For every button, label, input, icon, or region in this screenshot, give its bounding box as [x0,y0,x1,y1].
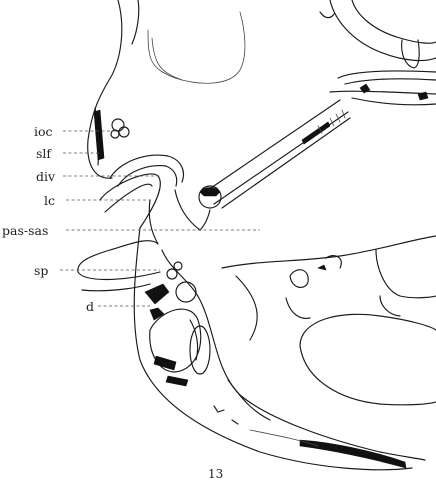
label-ioc: ioc [34,124,53,139]
label-pas-sas: pas-sas [2,223,48,238]
figure-number: 13 [208,467,223,481]
figure-labels: ioc slf div lc pas-sas sp d [2,124,94,314]
label-div: div [36,169,56,184]
section-outline-drawing [78,0,436,470]
label-d: d [86,299,94,314]
label-slf: slf [36,146,52,161]
label-leader-lines [60,131,260,306]
label-sp: sp [34,263,48,278]
label-lc: lc [44,193,55,208]
